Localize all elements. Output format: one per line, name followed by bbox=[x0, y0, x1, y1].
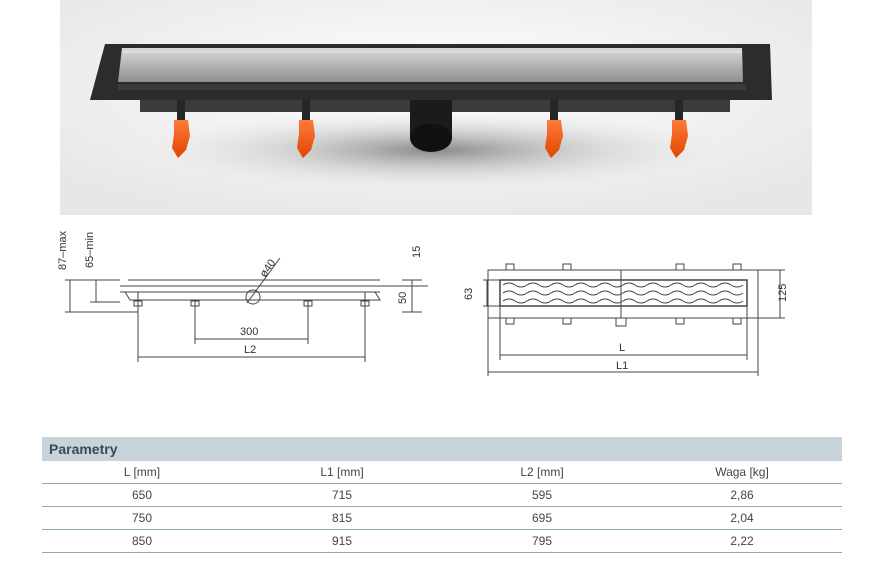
product-photo bbox=[60, 0, 812, 215]
dim-L: L bbox=[619, 342, 625, 354]
cell-L1: 915 bbox=[331, 534, 353, 548]
dim-L1: L1 bbox=[616, 360, 628, 372]
header-L: L [mm] bbox=[123, 465, 161, 479]
cell-L: 850 bbox=[131, 534, 153, 548]
dim-87-max: 87–max bbox=[57, 230, 69, 270]
table-row: 750 815 695 2,04 bbox=[42, 507, 842, 530]
table-title-bar bbox=[42, 437, 842, 461]
cell-L2: 595 bbox=[531, 488, 553, 502]
dim-diameter-40: ø40 bbox=[258, 257, 279, 279]
cell-waga: 2,22 bbox=[730, 534, 754, 548]
cell-waga: 2,04 bbox=[730, 511, 754, 525]
table-title: Parametry bbox=[49, 441, 118, 457]
dim-125: 125 bbox=[777, 284, 789, 302]
dim-15: 15 bbox=[411, 246, 423, 258]
table-row: 650 715 595 2,86 bbox=[42, 484, 842, 507]
cell-L1: 815 bbox=[331, 511, 353, 525]
header-L1: L1 [mm] bbox=[320, 465, 364, 479]
adjustable-feet bbox=[172, 120, 688, 158]
cell-L: 750 bbox=[131, 511, 153, 525]
side-view-drawing: 87–max 65–min 15 50 ø40 300 L2 bbox=[50, 222, 430, 377]
cell-L1: 715 bbox=[331, 488, 353, 502]
dim-50: 50 bbox=[397, 292, 409, 304]
table-row: 850 915 795 2,22 bbox=[42, 530, 842, 553]
dim-L2: L2 bbox=[244, 344, 256, 356]
header-waga: Waga [kg] bbox=[715, 465, 769, 479]
dim-65-min: 65–min bbox=[84, 232, 96, 268]
cell-L2: 695 bbox=[531, 511, 553, 525]
dim-300: 300 bbox=[240, 326, 258, 338]
cell-L: 650 bbox=[131, 488, 153, 502]
drain-outlet bbox=[410, 100, 452, 152]
cell-waga: 2,86 bbox=[730, 488, 754, 502]
steel-grate bbox=[118, 48, 743, 82]
header-L2: L2 [mm] bbox=[520, 465, 564, 479]
top-view-drawing: 63 125 L L1 bbox=[455, 222, 800, 387]
table-header-row: L [mm] L1 [mm] L2 [mm] Waga [kg] bbox=[42, 461, 842, 484]
cell-L2: 795 bbox=[531, 534, 553, 548]
dim-63: 63 bbox=[463, 288, 475, 300]
